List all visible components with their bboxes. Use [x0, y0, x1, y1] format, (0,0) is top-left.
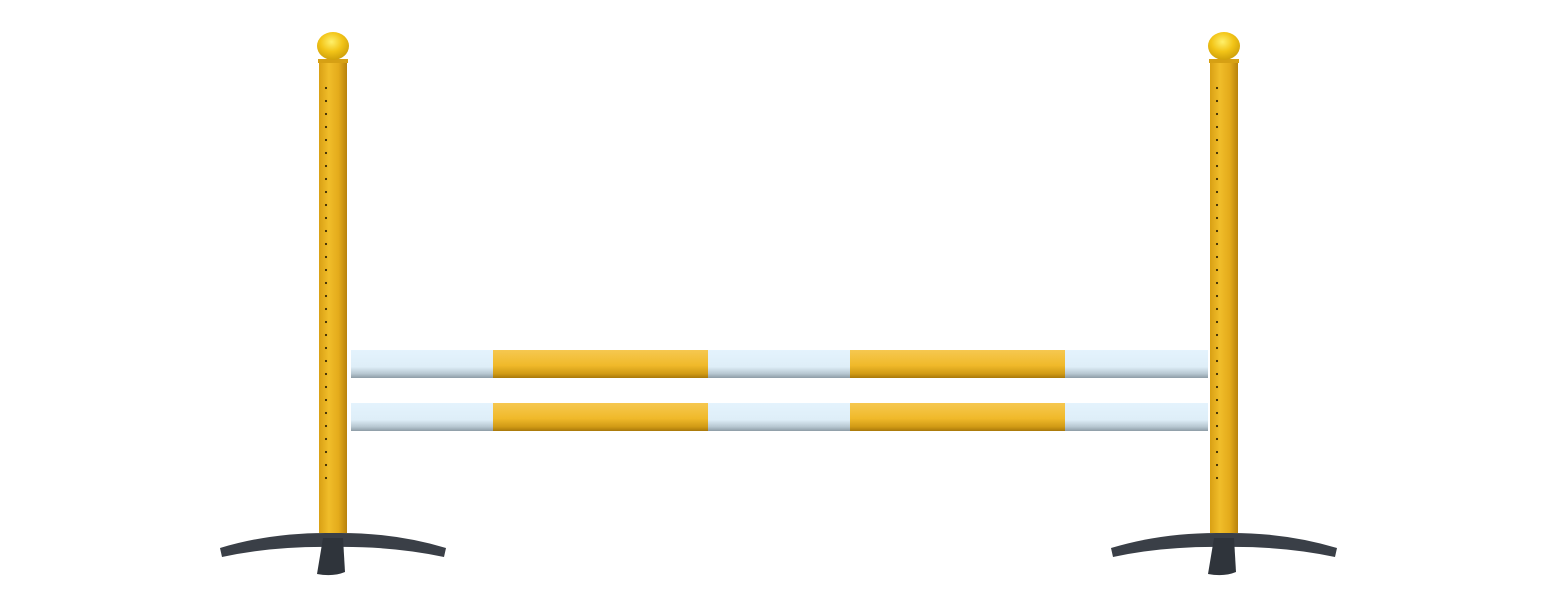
rail-segment-yellow — [850, 403, 1065, 431]
peg-hole — [1215, 268, 1219, 272]
peg-hole — [1215, 281, 1219, 285]
peg-hole — [1215, 216, 1219, 220]
peg-hole — [1215, 255, 1219, 259]
peg-hole — [1215, 164, 1219, 168]
peg-hole — [324, 86, 328, 90]
peg-hole — [324, 307, 328, 311]
rail-1 — [351, 350, 1208, 378]
rail-segment-yellow — [493, 350, 708, 378]
post — [1210, 60, 1238, 533]
peg-hole — [1215, 424, 1219, 428]
rail-segment-white — [708, 403, 850, 431]
peg-hole — [1215, 86, 1219, 90]
peg-hole — [1215, 229, 1219, 233]
peg-hole — [1215, 151, 1219, 155]
peg-hole — [324, 151, 328, 155]
peg-hole — [324, 229, 328, 233]
right-stand — [1111, 32, 1337, 576]
peg-hole — [1215, 307, 1219, 311]
rail-segment-white — [708, 350, 850, 378]
peg-hole — [1215, 177, 1219, 181]
peg-hole — [324, 359, 328, 363]
peg-hole — [1215, 203, 1219, 207]
peg-hole — [1215, 372, 1219, 376]
post-cap-rim — [1209, 59, 1239, 63]
peg-hole — [1215, 112, 1219, 116]
rail-segment-yellow — [850, 350, 1065, 378]
peg-hole — [1215, 346, 1219, 350]
peg-hole — [324, 437, 328, 441]
peg-hole — [324, 320, 328, 324]
peg-hole — [324, 164, 328, 168]
peg-hole — [1215, 320, 1219, 324]
peg-hole — [1215, 437, 1219, 441]
peg-hole — [1215, 125, 1219, 129]
base-front-foot — [1208, 538, 1236, 576]
rail-segment-yellow — [493, 403, 708, 431]
peg-hole — [324, 424, 328, 428]
peg-hole — [1215, 476, 1219, 480]
peg-hole — [1215, 242, 1219, 246]
peg-hole — [324, 203, 328, 207]
peg-hole — [324, 294, 328, 298]
peg-hole — [1215, 333, 1219, 337]
peg-hole — [324, 216, 328, 220]
peg-hole — [1215, 294, 1219, 298]
peg-hole — [1215, 190, 1219, 194]
post-cap-rim — [318, 59, 348, 63]
rail-segment-white — [351, 403, 493, 431]
left-stand — [220, 32, 446, 576]
peg-hole — [324, 385, 328, 389]
peg-hole — [324, 138, 328, 142]
peg-hole — [1215, 359, 1219, 363]
peg-hole — [324, 281, 328, 285]
peg-hole — [324, 242, 328, 246]
peg-hole — [324, 476, 328, 480]
peg-hole — [324, 398, 328, 402]
peg-hole — [1215, 463, 1219, 467]
peg-hole — [324, 255, 328, 259]
base-front-foot — [317, 538, 345, 576]
post — [319, 60, 347, 533]
peg-hole — [324, 268, 328, 272]
peg-hole — [324, 463, 328, 467]
peg-hole — [1215, 450, 1219, 454]
peg-hole — [1215, 99, 1219, 103]
peg-hole — [324, 125, 328, 129]
finial-ball — [317, 32, 349, 60]
finial-ball — [1208, 32, 1240, 60]
peg-hole — [1215, 398, 1219, 402]
peg-hole — [324, 411, 328, 415]
peg-hole — [324, 450, 328, 454]
peg-hole — [324, 177, 328, 181]
peg-hole — [324, 346, 328, 350]
rail-2 — [351, 403, 1208, 431]
rail-segment-white — [351, 350, 493, 378]
peg-hole — [324, 372, 328, 376]
peg-hole — [324, 190, 328, 194]
rail-segment-white — [1065, 403, 1208, 431]
peg-hole — [1215, 385, 1219, 389]
rail-segment-white — [1065, 350, 1208, 378]
peg-hole — [324, 333, 328, 337]
peg-hole — [324, 99, 328, 103]
peg-hole — [1215, 411, 1219, 415]
peg-hole — [1215, 138, 1219, 142]
peg-hole — [324, 112, 328, 116]
